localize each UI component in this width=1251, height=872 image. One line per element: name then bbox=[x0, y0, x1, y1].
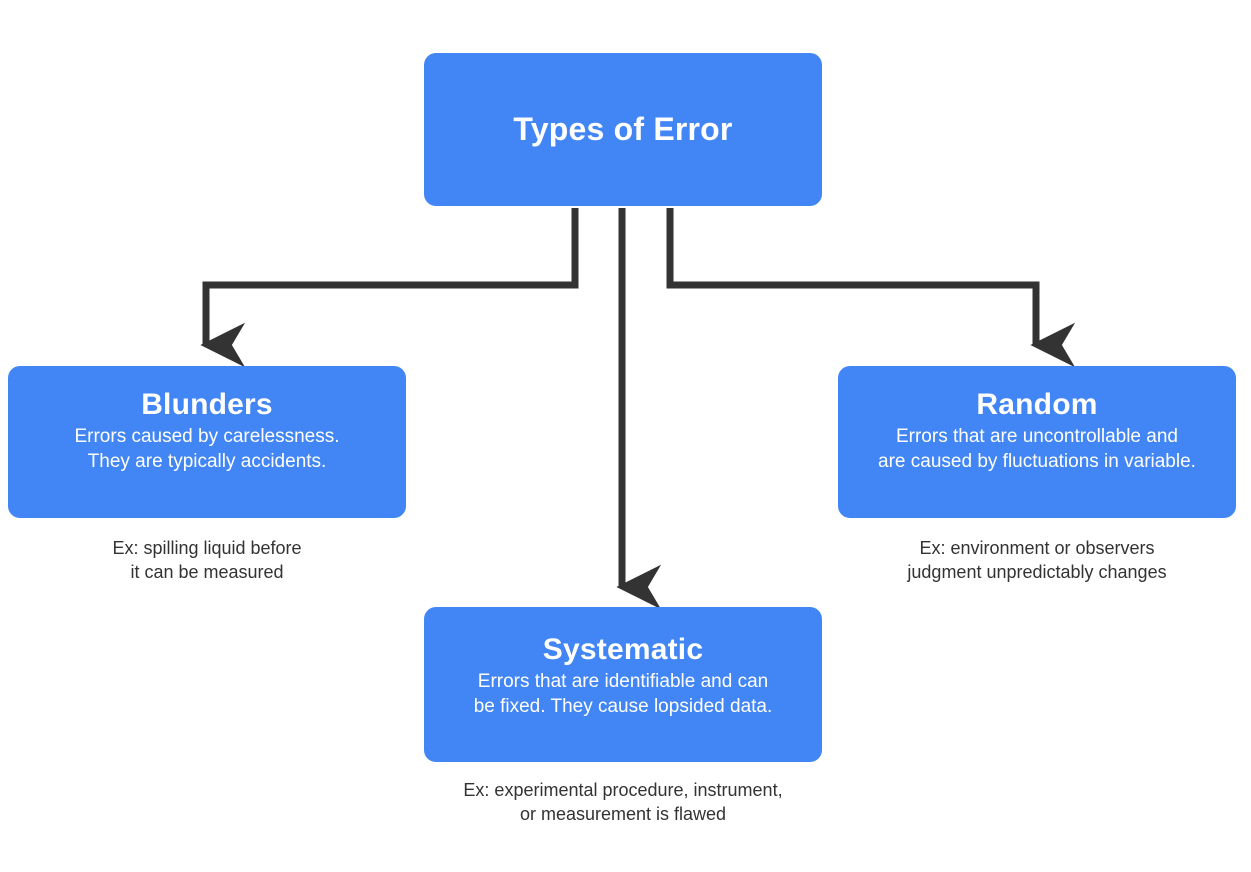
node-title-root: Types of Error bbox=[513, 110, 733, 147]
node-random[interactable]: Random Errors that are uncontrollable an… bbox=[838, 366, 1236, 518]
node-description-blunders: Errors caused by carelessness. They are … bbox=[74, 425, 340, 473]
node-title-blunders: Blunders bbox=[141, 388, 273, 421]
caption-random: Ex: environment or observers judgment un… bbox=[907, 538, 1167, 583]
node-blunders[interactable]: Blunders Errors caused by carelessness. … bbox=[8, 366, 406, 518]
node-title-random: Random bbox=[976, 388, 1098, 421]
connector-root-to-random bbox=[666, 208, 1076, 368]
node-description-systematic: Errors that are identifiable and can be … bbox=[473, 670, 773, 718]
connector-root-to-blunders bbox=[200, 208, 579, 368]
node-description-random: Errors that are uncontrollable and are c… bbox=[878, 425, 1196, 473]
caption-blunders: Ex: spilling liquid before it can be mea… bbox=[112, 538, 302, 583]
node-systematic[interactable]: Systematic Errors that are identifiable … bbox=[424, 607, 822, 762]
node-title-systematic: Systematic bbox=[542, 633, 704, 666]
caption-systematic: Ex: experimental procedure, instrument, … bbox=[463, 780, 783, 825]
node-types-of-error[interactable]: Types of Error bbox=[424, 53, 822, 206]
